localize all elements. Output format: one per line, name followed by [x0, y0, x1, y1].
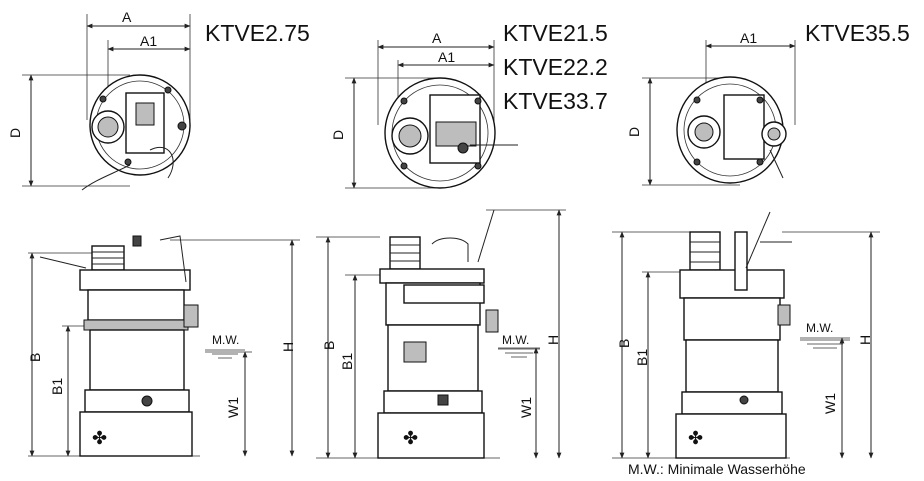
model-label-ktve35-5: KTVE35.5	[805, 20, 910, 46]
brand-logo-icon-3: ✤	[688, 428, 703, 448]
model-label-ktve33-7: KTVE33.7	[503, 88, 608, 114]
min-water-level-label: M.W.	[212, 333, 239, 347]
dim-label-w1: W1	[225, 397, 241, 418]
dim-label-a1-3: A1	[740, 30, 757, 46]
top-view-ktve21-5: A A1 D	[330, 30, 518, 189]
brand-logo-icon-2: ✤	[403, 428, 418, 448]
brand-logo-icon: ✤	[92, 428, 107, 448]
model-label-ktve21-5: KTVE21.5	[503, 20, 608, 46]
top-view-ktve35-5: A1 D	[626, 30, 796, 186]
model-label-ktve2-75: KTVE2.75	[205, 20, 310, 46]
footnote-min-water-level: M.W.: Minimale Wasserhöhe	[628, 461, 806, 477]
dim-label-a-2: A	[432, 30, 442, 46]
dim-label-b1: B1	[49, 378, 65, 395]
top-view-ktve2-75: A A1 D	[7, 9, 191, 191]
dim-label-d-3: D	[626, 127, 642, 137]
side-view-ktve35-5: B B1 H W1 M.W. ✤	[612, 211, 880, 459]
dim-label-a1: A1	[140, 33, 157, 49]
side-view-ktve21-5: B B1 H W1 M.W. ✤	[316, 209, 566, 459]
dim-label-d: D	[7, 128, 23, 138]
dim-label-b-2: B	[321, 341, 337, 350]
dim-label-a1-2: A1	[438, 49, 455, 65]
dim-label-a: A	[122, 9, 132, 25]
dim-label-b-3: B	[616, 339, 632, 348]
dim-label-h: H	[280, 342, 296, 352]
dim-label-h-2: H	[545, 335, 561, 345]
min-water-level-label-2: M.W.	[502, 333, 529, 347]
dim-label-w1-3: W1	[822, 393, 838, 414]
dim-label-d-2: D	[330, 130, 346, 140]
min-water-level-label-3: M.W.	[806, 321, 833, 335]
dim-label-b: B	[27, 353, 43, 362]
model-label-ktve22-2: KTVE22.2	[503, 54, 608, 80]
dim-label-b1-2: B1	[339, 353, 355, 370]
dim-label-b1-3: B1	[634, 349, 650, 366]
dim-label-w1-2: W1	[518, 397, 534, 418]
dim-label-h-3: H	[857, 335, 873, 345]
side-view-ktve2-75: B B1 H W1 M.W. ✤	[27, 235, 300, 457]
